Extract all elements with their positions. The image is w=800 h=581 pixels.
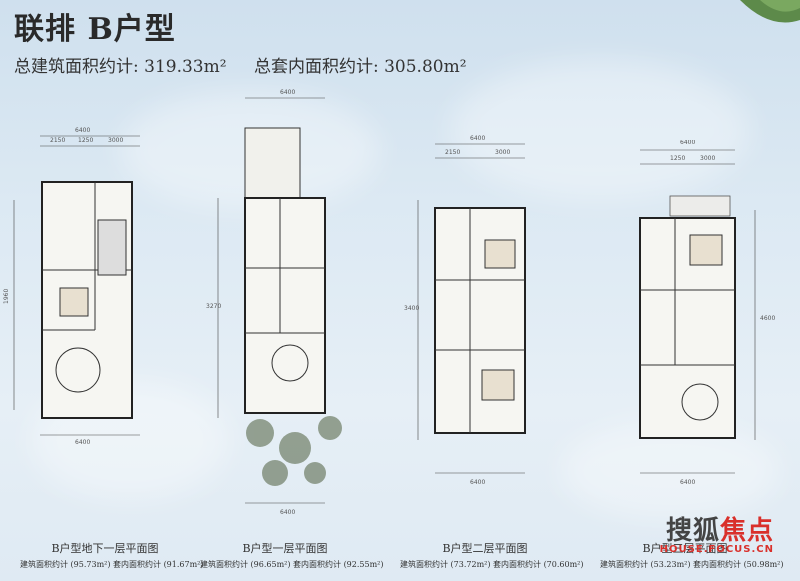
- dim-bottom: 6400: [280, 509, 295, 516]
- caption-first: B户型一层平面图 建筑面积约计 (96.65m²) 套内面积约计 (92.55m…: [200, 540, 384, 570]
- floor-plan-second: 6400 2150 3000 6400 3400: [404, 135, 526, 486]
- floor-plan-first: 6400 6400 3270: [206, 89, 342, 516]
- logo-text-b: 焦点: [719, 516, 774, 546]
- dim-seg-b: 1250: [78, 137, 93, 144]
- dim-top: 6400: [75, 127, 90, 134]
- total-built-area: 总建筑面积约计: 319.33m²: [14, 57, 227, 77]
- page-title: 联排 B户型: [14, 12, 176, 47]
- plan-name: B户型地下一层平面图: [51, 542, 159, 555]
- dim-seg-c: 3000: [108, 137, 123, 144]
- sohu-focus-logo: 搜狐焦点 HOUSE.FOCUS.CN: [660, 510, 774, 555]
- dim-seg-c: 3000: [700, 155, 715, 162]
- dim-top: 6400: [470, 135, 485, 142]
- plan-name: B户型二层平面图: [442, 542, 528, 555]
- leaf-decoration-icon: [740, 0, 800, 23]
- dim-side: 3270: [206, 303, 221, 310]
- dim-seg-a: 2150: [50, 137, 65, 144]
- floor-plan-third: 6400 1250 3000 6400 4600: [639, 140, 775, 486]
- dim-side: 3400: [404, 305, 419, 312]
- plan-area: 建筑面积约计 (73.72m²) 套内面积约计 (70.60m²): [400, 560, 584, 569]
- plan-name: B户型一层平面图: [242, 542, 328, 555]
- dim-side: 4600: [760, 315, 775, 322]
- caption-second: B户型二层平面图 建筑面积约计 (73.72m²) 套内面积约计 (70.60m…: [400, 540, 584, 570]
- logo-text-a: 搜狐: [665, 516, 720, 546]
- dim-top: 6400: [280, 89, 295, 96]
- plan-name: B户型三层平面图: [642, 542, 728, 555]
- dim-bottom: 6400: [680, 479, 695, 486]
- dim-bottom: 6400: [75, 439, 90, 446]
- caption-third: B户型三层平面图 建筑面积约计 (53.23m²) 套内面积约计 (50.98m…: [600, 540, 784, 570]
- plan-area: 建筑面积约计 (96.65m²) 套内面积约计 (92.55m²): [200, 560, 384, 569]
- dim-bottom: 6400: [470, 479, 485, 486]
- plan-area: 建筑面积约计 (53.23m²) 套内面积约计 (50.98m²): [600, 560, 784, 569]
- dim-seg-b: 1250: [670, 155, 685, 162]
- dim-side: 1960: [3, 289, 10, 304]
- plan-area: 建筑面积约计 (95.73m²) 套内面积约计 (91.67m²): [20, 560, 204, 569]
- logo-url: HOUSE.FOCUS.CN: [659, 544, 774, 555]
- dim-top: 6400: [680, 140, 695, 146]
- total-inner-area: 总套内面积约计: 305.80m²: [253, 57, 467, 77]
- dim-seg-a: 2150: [445, 149, 460, 156]
- floor-plan-basement: 6400 2150 1250 3000 6400 1960: [3, 127, 140, 446]
- area-summary: 总建筑面积约计: 319.33m² 总套内面积约计: 305.80m²: [14, 52, 489, 77]
- dim-seg-c: 3000: [495, 149, 510, 156]
- caption-basement: B户型地下一层平面图 建筑面积约计 (95.73m²) 套内面积约计 (91.6…: [20, 540, 204, 570]
